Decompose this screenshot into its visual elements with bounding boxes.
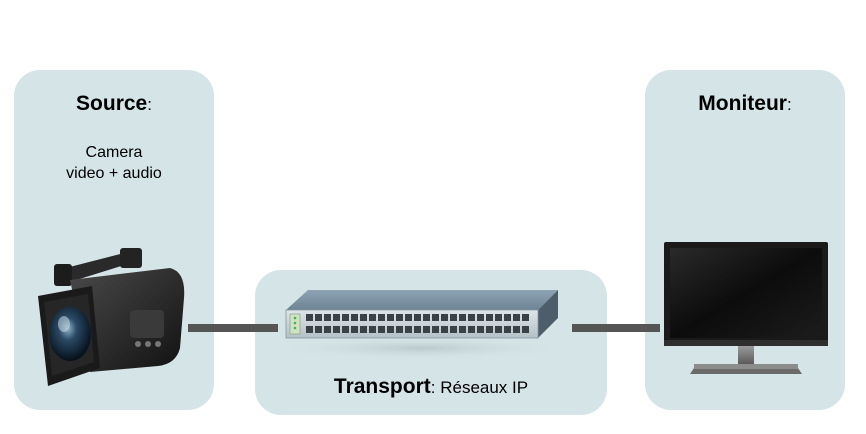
connector-transport-monitor [572,324,660,332]
connector-source-transport [188,324,278,332]
source-description-line2: video + audio [66,165,162,182]
transport-title: Transport: Réseaux IP [255,375,607,399]
transport-title-suffix: : Réseaux IP [430,378,529,397]
network-switch-icon [271,290,571,360]
source-title-label: Source [76,92,148,115]
transport-title-label: Transport [333,375,431,398]
video-camera-icon [38,248,185,386]
source-title-suffix: : [147,95,152,114]
source-description-line1: Camera [85,144,143,161]
monitor-title-label: Moniteur [698,92,787,115]
monitor-title: Moniteur: [645,92,845,116]
source-title: Source: [14,92,214,116]
lcd-monitor-icon [664,242,828,374]
monitor-title-suffix: : [786,95,792,114]
